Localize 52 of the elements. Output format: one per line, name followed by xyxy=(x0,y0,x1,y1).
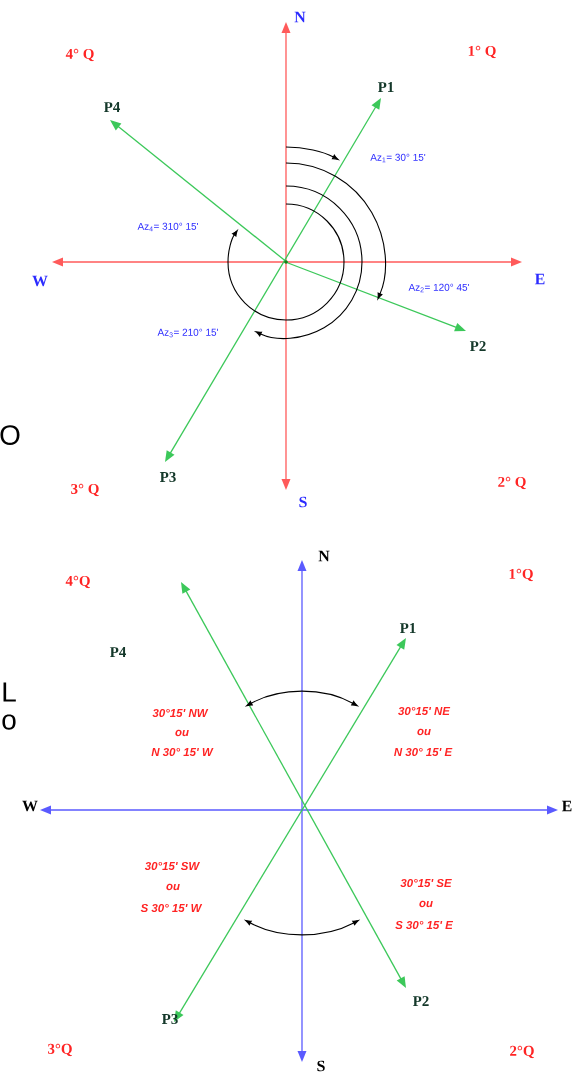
direction-letter: N xyxy=(318,550,330,562)
quadrant-label: 2°Q xyxy=(510,1045,534,1059)
bearing-label: N 30° 15' W xyxy=(151,747,214,757)
bearing-label: ou xyxy=(166,883,180,891)
azimuth-label: Az$_{1}$= 30° 15' xyxy=(370,153,426,163)
direction-letter: W xyxy=(22,800,38,812)
quadrant-label: 1° Q xyxy=(468,45,496,59)
direction-letter: E xyxy=(561,800,572,812)
quadrant-label: 4°Q xyxy=(65,575,90,589)
azimuth-label: Az$_{2}$= 120° 45' xyxy=(408,283,469,293)
center-point xyxy=(284,260,288,264)
bearing-label: 30°15' SE xyxy=(400,878,452,888)
point-label: P2 xyxy=(469,341,486,351)
bearing-label: 30°15' NW xyxy=(152,708,209,718)
quadrant-label: 3° Q xyxy=(71,483,99,497)
point-label: P1 xyxy=(377,82,394,92)
bearing-label: 30°15' SW xyxy=(144,861,200,871)
bearing-label: ou xyxy=(175,729,189,737)
bearing-label: S 30° 15' W xyxy=(140,903,203,913)
point-label: P3 xyxy=(161,1014,178,1024)
point-label: P1 xyxy=(399,623,416,633)
arrow xyxy=(52,257,522,267)
direction-letter: N xyxy=(294,11,306,23)
bearing-label: ou xyxy=(417,728,431,736)
bearing-label: ou xyxy=(419,900,433,908)
text-fragment: O xyxy=(0,425,20,445)
bearing-label: S 30° 15' E xyxy=(395,920,454,930)
direction-letter: E xyxy=(534,273,545,285)
quadrant-label: 2° Q xyxy=(498,476,526,490)
arrow xyxy=(297,560,307,1062)
point-label: P2 xyxy=(412,996,429,1006)
arrow xyxy=(281,22,291,490)
point-label: P3 xyxy=(159,472,176,482)
azimuth-label: Az$_{3}$= 210° 15' xyxy=(157,328,218,338)
point-label: P4 xyxy=(103,102,120,112)
text-fragment: o xyxy=(2,714,16,730)
arrow xyxy=(181,582,406,988)
arrow xyxy=(287,262,466,332)
quadrant-label: 4° Q xyxy=(65,48,94,62)
direction-letter: W xyxy=(32,275,48,287)
arrow xyxy=(174,638,406,1022)
azimuth-label: Az$_{4}$= 310° 15' xyxy=(137,222,198,232)
text-fragment: L xyxy=(3,682,16,702)
quadrant-label: 3°Q xyxy=(48,1043,72,1057)
bearing-label: 30°15' NE xyxy=(398,706,451,716)
quadrant-label: 1°Q xyxy=(509,568,533,582)
direction-letter: S xyxy=(317,1060,325,1072)
direction-letter: S xyxy=(299,496,307,508)
point-label: P4 xyxy=(109,647,126,657)
arrow xyxy=(40,805,558,815)
bearing-label: N 30° 15' E xyxy=(394,747,453,757)
arrow xyxy=(165,98,381,462)
